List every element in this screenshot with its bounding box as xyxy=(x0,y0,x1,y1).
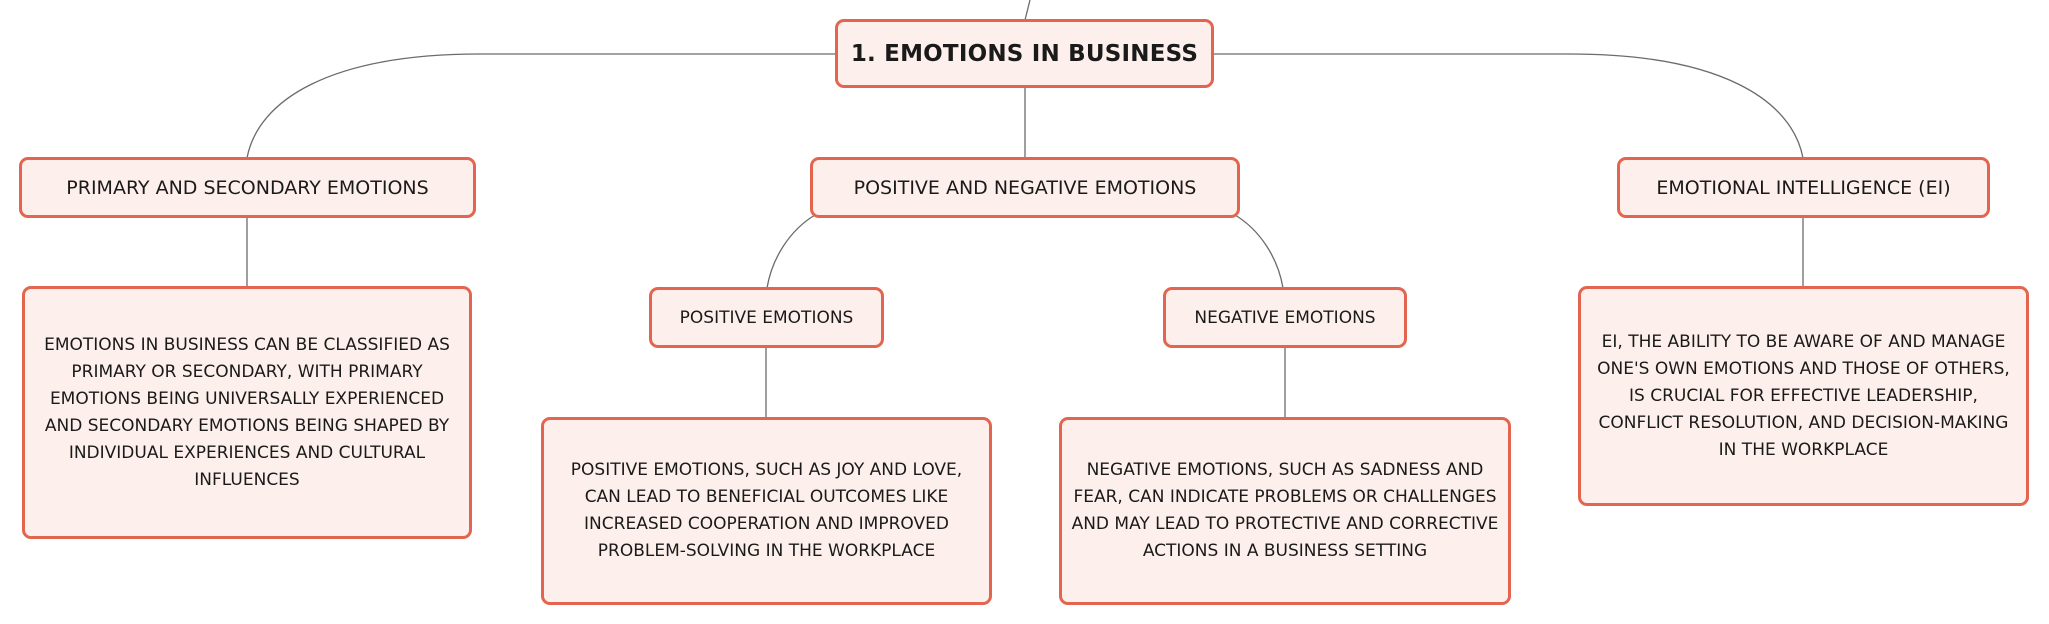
connector-root-to-emotional-intelligence xyxy=(1213,53,1804,159)
detail-primary-secondary-emotions[interactable]: EMOTIONS IN BUSINESS CAN BE CLASSIFIED A… xyxy=(22,286,472,539)
subtopic-positive-emotions[interactable]: POSITIVE EMOTIONS xyxy=(649,287,884,348)
connector-positive-negative-to-positive xyxy=(766,214,816,289)
topic-label: PRIMARY AND SECONDARY EMOTIONS xyxy=(66,176,429,199)
connector-parent-to-root xyxy=(1024,0,1031,21)
subtopic-label: POSITIVE EMOTIONS xyxy=(679,307,854,328)
topic-emotional-intelligence[interactable]: EMOTIONAL INTELLIGENCE (EI) xyxy=(1617,157,1990,218)
connector-root-to-primary-secondary xyxy=(246,53,837,159)
detail-emotional-intelligence[interactable]: EI, THE ABILITY TO BE AWARE OF AND MANAG… xyxy=(1578,286,2029,506)
subtopic-label: NEGATIVE EMOTIONS xyxy=(1194,307,1376,328)
root-topic-label: 1. EMOTIONS IN BUSINESS xyxy=(850,40,1199,67)
topic-label: POSITIVE AND NEGATIVE EMOTIONS xyxy=(853,176,1197,199)
topic-label: EMOTIONAL INTELLIGENCE (EI) xyxy=(1656,176,1951,199)
subtopic-negative-emotions[interactable]: NEGATIVE EMOTIONS xyxy=(1163,287,1407,348)
topic-positive-negative-emotions[interactable]: POSITIVE AND NEGATIVE EMOTIONS xyxy=(810,157,1240,218)
detail-text: EI, THE ABILITY TO BE AWARE OF AND MANAG… xyxy=(1597,331,2010,460)
detail-text: POSITIVE EMOTIONS, SUCH AS JOY AND LOVE,… xyxy=(570,460,963,561)
connector-positive-negative-to-negative xyxy=(1234,214,1284,289)
detail-text: EMOTIONS IN BUSINESS CAN BE CLASSIFIED A… xyxy=(44,334,450,490)
root-topic-node[interactable]: 1. EMOTIONS IN BUSINESS xyxy=(835,19,1214,88)
detail-text: NEGATIVE EMOTIONS, SUCH AS SADNESS AND F… xyxy=(1071,460,1499,561)
topic-primary-secondary-emotions[interactable]: PRIMARY AND SECONDARY EMOTIONS xyxy=(19,157,476,218)
detail-negative-emotions[interactable]: NEGATIVE EMOTIONS, SUCH AS SADNESS AND F… xyxy=(1059,417,1511,605)
detail-positive-emotions[interactable]: POSITIVE EMOTIONS, SUCH AS JOY AND LOVE,… xyxy=(541,417,992,605)
